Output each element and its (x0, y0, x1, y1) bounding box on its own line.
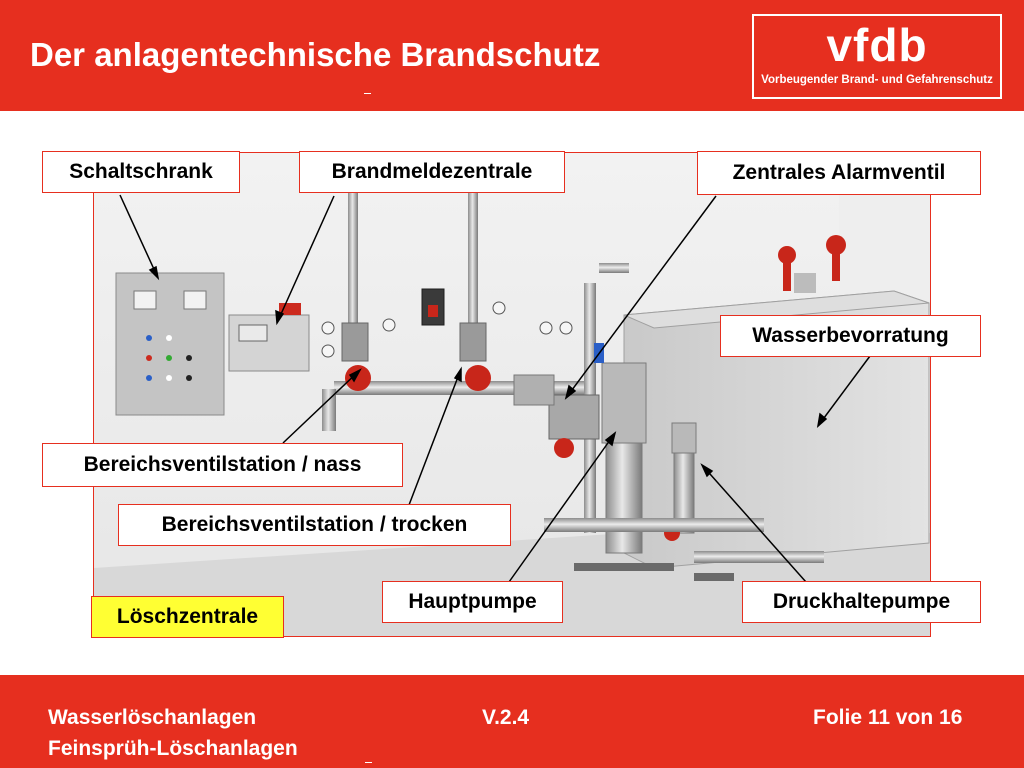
footer-slide-number: Folie 11 von 16 (813, 706, 963, 729)
label-bereichsventilstation-nass: Bereichsventilstation / nass (42, 443, 403, 487)
label-bereichsventilstation-trocken: Bereichsventilstation / trocken (118, 504, 511, 546)
header-bar: Der anlagentechnische Brandschutz vfdb V… (0, 0, 1024, 111)
installation-illustration (94, 153, 930, 636)
label-schaltschrank: Schaltschrank (42, 151, 240, 193)
logo-word: vfdb (826, 19, 928, 71)
logo-subtitle: Vorbeugender Brand- und Gefahrenschutz (761, 74, 993, 86)
footer-topic-line2: Feinsprüh-Löschanlagen (48, 737, 298, 760)
page-title: Der anlagentechnische Brandschutz (30, 36, 601, 73)
footer-topic-line1: Wasserlöschanlagen (48, 706, 257, 729)
label-brandmeldezentrale: Brandmeldezentrale (299, 151, 565, 193)
label-druckhaltepumpe: Druckhaltepumpe (742, 581, 981, 623)
vfdb-logo: vfdb Vorbeugender Brand- und Gefahrensch… (752, 14, 1002, 99)
installation-photo (93, 152, 931, 637)
label-zentrales-alarmventil: Zentrales Alarmventil (697, 151, 981, 195)
footer-version: V.2.4 (482, 706, 530, 729)
label-wasserbevorratung: Wasserbevorratung (720, 315, 981, 357)
label-hauptpumpe: Hauptpumpe (382, 581, 563, 623)
footer-bar: Wasserlöschanlagen Feinsprüh-Löschanlage… (0, 675, 1024, 768)
decorative-dash (364, 93, 371, 94)
decorative-dash (365, 762, 372, 763)
label-loeschzentrale: Löschzentrale (91, 596, 284, 638)
